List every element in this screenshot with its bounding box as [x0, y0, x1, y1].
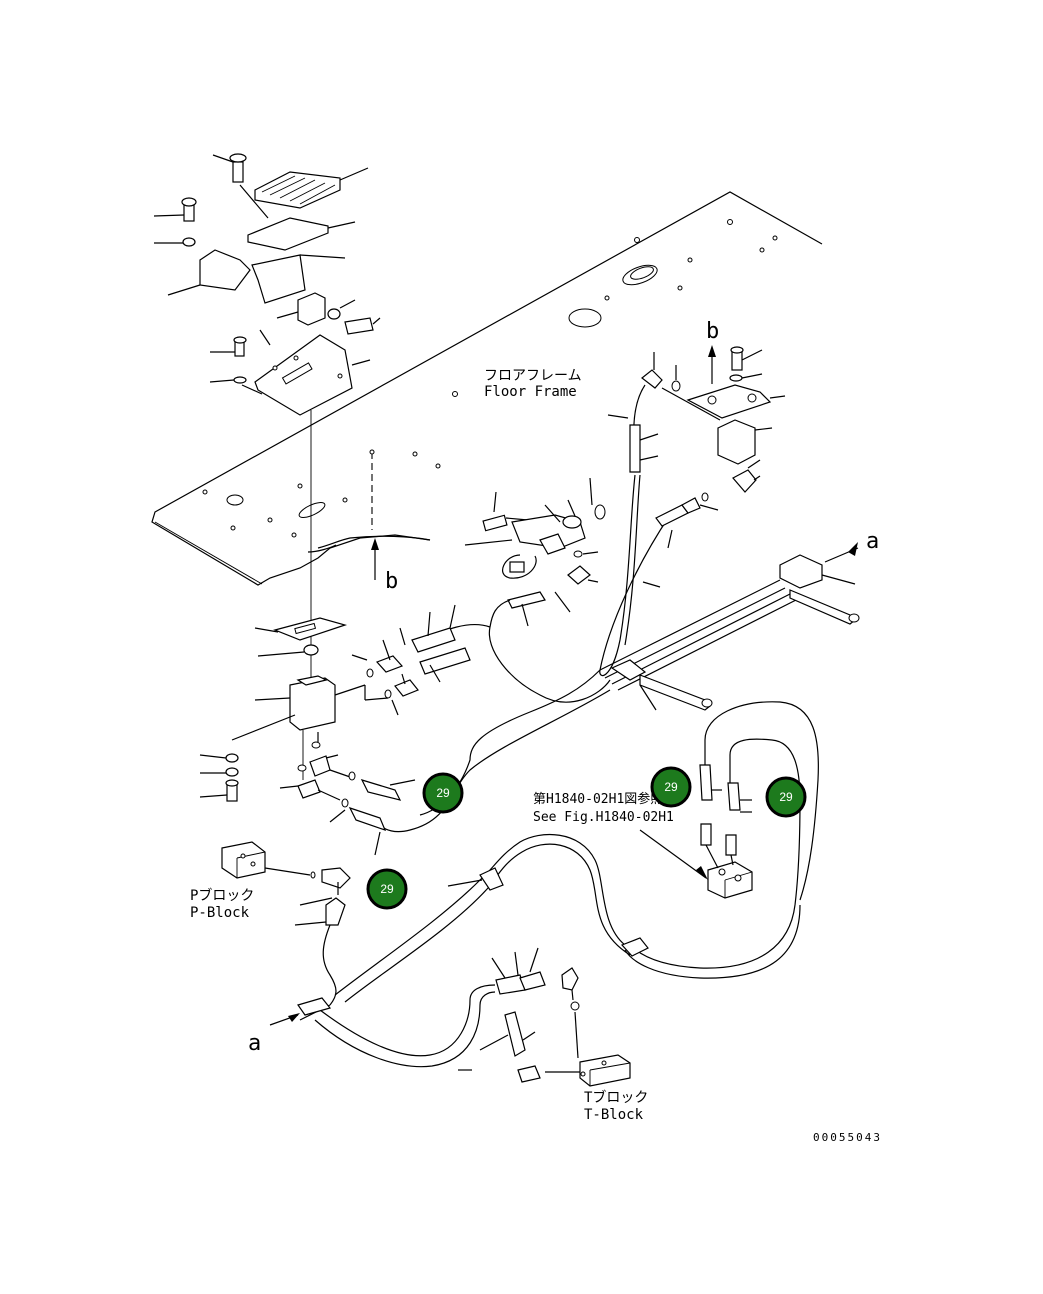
callout-label: 29 [779, 790, 793, 804]
p-block [221, 841, 351, 926]
arrow-b-bottom-label: b [385, 569, 398, 594]
clamps [269, 542, 860, 1026]
right-valve [639, 764, 753, 899]
callout-label: 29 [436, 786, 450, 800]
p-block-en-label: P-Block [190, 905, 250, 921]
drawing-number: 00055043 [813, 1131, 882, 1144]
callout-29-left[interactable]: 29 [422, 772, 464, 814]
see-fig-jp-label: 第H1840-02H1図参照 [533, 791, 663, 807]
arrow-a-top-label: a [866, 529, 879, 554]
floor-frame-plate [151, 191, 823, 586]
top-right-bracket [641, 345, 786, 493]
text-labels: フロアフレーム Floor Frame Pブロック P-Block Tブロック … [190, 319, 882, 1144]
arrow-b-top-label: b [706, 319, 719, 344]
t-block-en-label: T-Block [584, 1107, 644, 1123]
pressure-switch [464, 477, 606, 628]
hoses [299, 384, 819, 1068]
t-block [458, 947, 631, 1087]
see-fig-en-label: See Fig.H1840-02H1 [533, 810, 674, 825]
center-valve [199, 604, 471, 856]
callout-29-p-block[interactable]: 29 [366, 868, 408, 910]
callout-label: 29 [380, 882, 394, 896]
pedal-assembly [153, 153, 381, 690]
floor-frame-jp-label: フロアフレーム [484, 368, 582, 384]
callout-label: 29 [664, 780, 678, 794]
floor-frame-en-label: Floor Frame [484, 384, 577, 400]
callout-29-center[interactable]: 29 [650, 766, 692, 808]
reference-arrows [307, 449, 431, 580]
t-block-jp-label: Tブロック [584, 1089, 648, 1106]
arrow-a-bottom-label: a [248, 1031, 261, 1056]
p-block-jp-label: Pブロック [190, 887, 254, 904]
callout-29-right[interactable]: 29 [765, 776, 807, 818]
